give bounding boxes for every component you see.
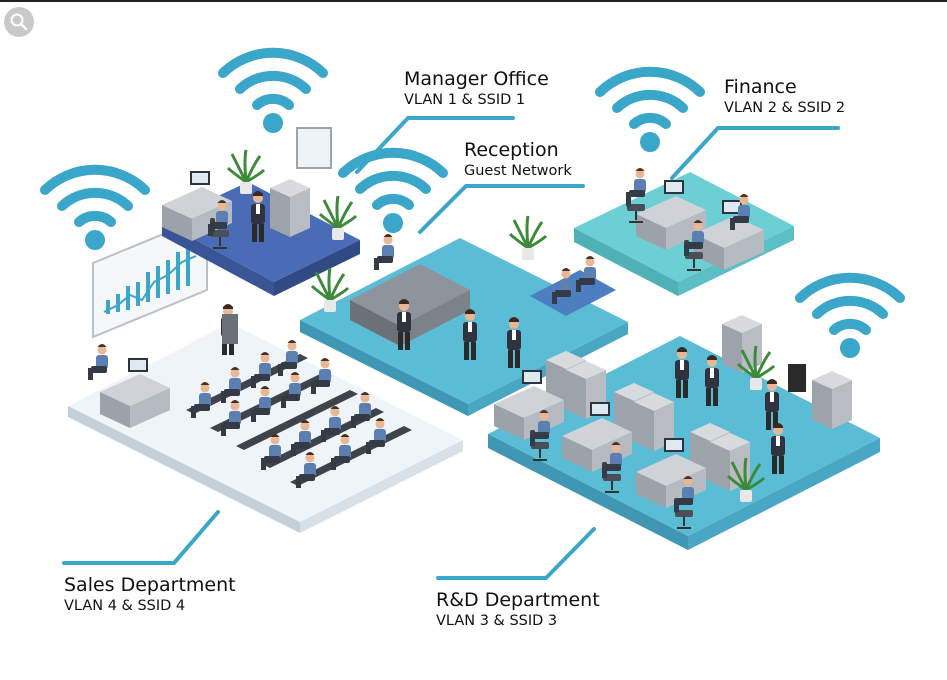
- label-finance: Finance VLAN 2 & SSID 2: [724, 76, 845, 117]
- presentation-board: [92, 214, 208, 339]
- manager-furniture: [162, 127, 358, 249]
- reception-furniture: [310, 214, 616, 368]
- wifi-icon: [343, 153, 443, 233]
- wifi-icon: [600, 72, 700, 152]
- sales-desk: [88, 304, 238, 428]
- label-title: Sales Department: [64, 574, 236, 596]
- label-subtitle: VLAN 1 & SSID 1: [404, 92, 526, 108]
- wifi-icon: [223, 53, 323, 133]
- leader-reception: [418, 184, 585, 234]
- leader-lines: [62, 116, 840, 580]
- label-manager-office: Manager Office VLAN 1 & SSID 1: [404, 68, 549, 109]
- sales-floor: [68, 323, 463, 533]
- leader-finance: [670, 126, 840, 180]
- label-subtitle: VLAN 4 & SSID 4: [64, 598, 186, 614]
- label-title: Reception: [464, 139, 559, 161]
- search-icon: [10, 13, 28, 31]
- sales-seating: [186, 340, 412, 488]
- leader-manager: [355, 116, 515, 174]
- label-rnd-department: R&D Department VLAN 3 & SSID 3: [436, 589, 600, 630]
- rnd-furniture: [494, 315, 852, 529]
- label-subtitle: Guest Network: [464, 163, 572, 179]
- top-border: [0, 0, 947, 2]
- wifi-icon: [45, 170, 145, 250]
- wifi-icon: [800, 278, 900, 358]
- leader-rnd: [436, 527, 596, 580]
- leader-sales: [62, 510, 220, 565]
- label-subtitle: VLAN 3 & SSID 3: [436, 613, 558, 629]
- label-sales-department: Sales Department VLAN 4 & SSID 4: [64, 574, 236, 615]
- label-title: Finance: [724, 76, 797, 98]
- label-reception: Reception Guest Network: [464, 139, 572, 180]
- label-title: R&D Department: [436, 589, 600, 611]
- search-button[interactable]: [4, 7, 34, 37]
- label-subtitle: VLAN 2 & SSID 2: [724, 100, 846, 116]
- label-title: Manager Office: [404, 68, 549, 90]
